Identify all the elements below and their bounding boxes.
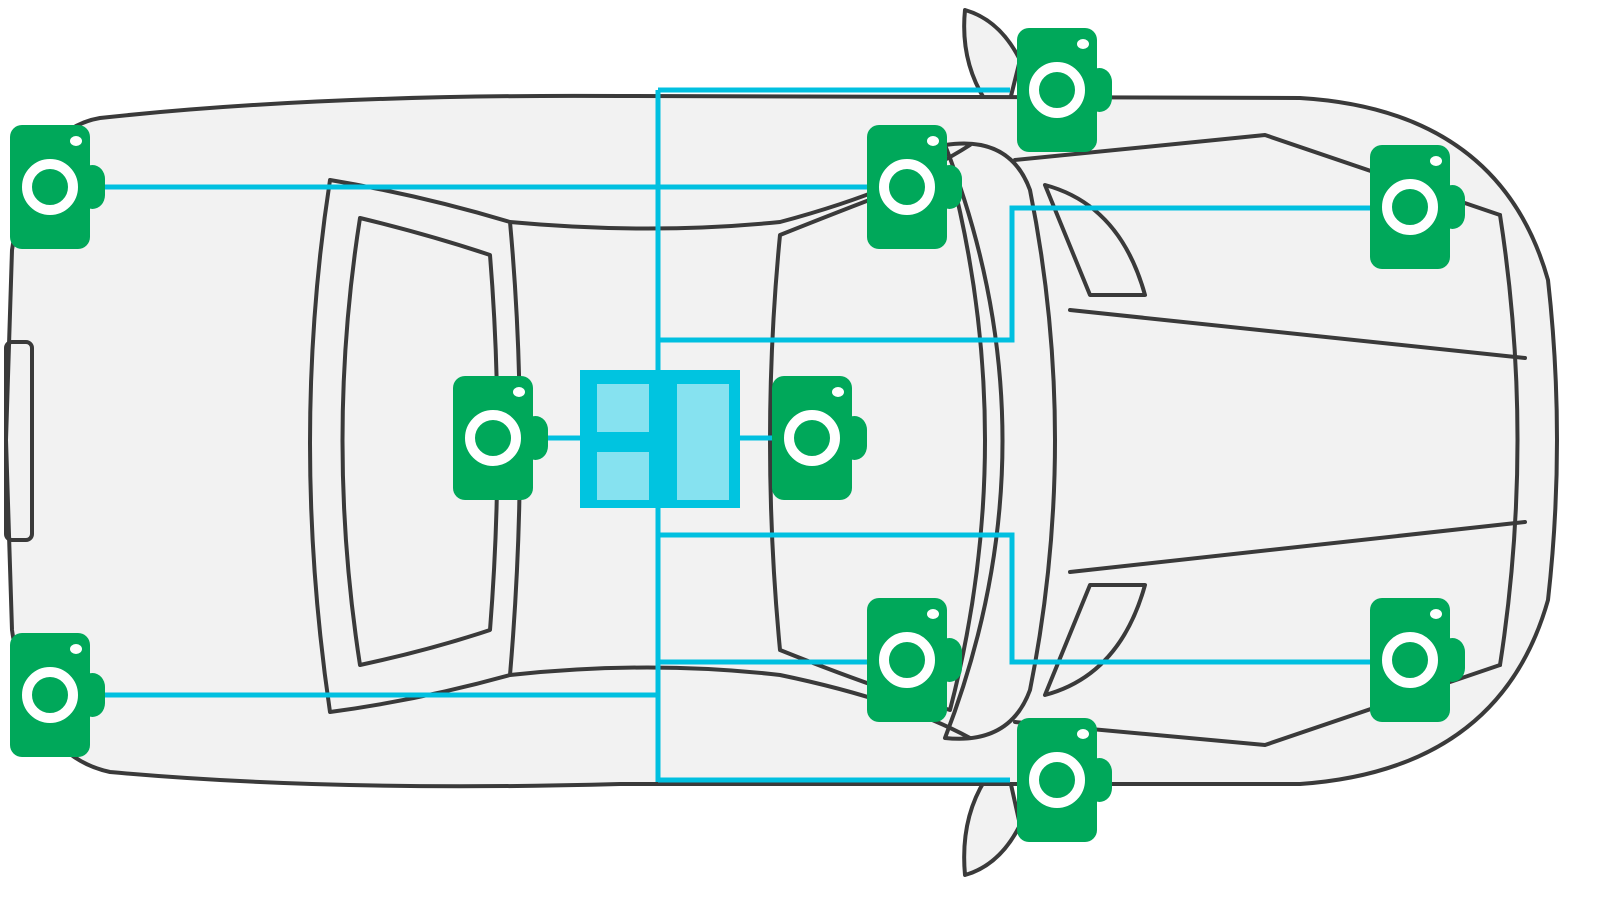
camera-icon xyxy=(1370,145,1450,269)
camera-icon xyxy=(1370,598,1450,722)
camera-lens-icon xyxy=(879,159,935,215)
camera-lens-icon xyxy=(879,632,935,688)
camera-flash-dot xyxy=(1430,156,1442,166)
camera-side-bump xyxy=(1440,185,1465,229)
camera-flash-dot xyxy=(832,387,844,397)
camera-lens-icon xyxy=(1029,62,1085,118)
vent-bottom xyxy=(1043,583,1147,697)
rear-bumper xyxy=(4,340,34,542)
camera-lens-icon xyxy=(784,410,840,466)
camera-side-bump xyxy=(842,416,867,460)
camera-side-bump xyxy=(80,165,105,209)
mirror-top xyxy=(962,8,1022,102)
vent-top xyxy=(1043,183,1147,297)
camera-icon xyxy=(453,376,533,500)
cameras xyxy=(10,28,1465,842)
hub-panel-right xyxy=(677,384,729,500)
camera-flash-dot xyxy=(1077,729,1089,739)
camera-icon xyxy=(867,125,947,249)
camera-mirror-left xyxy=(1017,28,1112,152)
front-edge xyxy=(1498,213,1520,667)
camera-side-bump xyxy=(1087,758,1112,802)
hood-crease-bottom xyxy=(1068,520,1527,574)
camera-flash-dot xyxy=(70,644,82,654)
central-control-unit xyxy=(580,370,740,508)
camera-flash-dot xyxy=(70,136,82,146)
camera-cabin-front xyxy=(772,376,867,500)
camera-flash-dot xyxy=(927,136,939,146)
camera-side-bump xyxy=(937,638,962,682)
camera-b-pillar-right xyxy=(867,598,962,722)
camera-flash-dot xyxy=(927,609,939,619)
hood-crease-top xyxy=(1068,308,1527,360)
camera-lens-icon xyxy=(1029,752,1085,808)
camera-rear-left xyxy=(10,125,105,249)
mirror-bottom xyxy=(962,778,1022,877)
camera-mirror-right xyxy=(1017,718,1112,842)
windshield-frame xyxy=(943,141,1057,741)
camera-flash-dot xyxy=(1430,609,1442,619)
camera-lens-icon xyxy=(22,159,78,215)
camera-lens-icon xyxy=(22,667,78,723)
rear-window xyxy=(340,216,500,667)
camera-b-pillar-left xyxy=(867,125,962,249)
camera-icon xyxy=(10,125,90,249)
wiring xyxy=(100,87,1370,783)
camera-side-bump xyxy=(523,416,548,460)
camera-rear-right xyxy=(10,633,105,757)
hub-panel-bottom-left xyxy=(597,452,649,500)
camera-cabin-rear xyxy=(453,376,548,500)
camera-lens-icon xyxy=(1382,179,1438,235)
camera-lens-icon xyxy=(465,410,521,466)
camera-side-bump xyxy=(1087,68,1112,112)
camera-side-bump xyxy=(937,165,962,209)
camera-front-right xyxy=(1370,598,1465,722)
camera-icon xyxy=(10,633,90,757)
camera-side-bump xyxy=(1440,638,1465,682)
camera-icon xyxy=(772,376,852,500)
camera-front-left xyxy=(1370,145,1465,269)
camera-lens-icon xyxy=(1382,632,1438,688)
wire-4 xyxy=(658,205,1370,343)
wire-5 xyxy=(658,532,1370,665)
camera-flash-dot xyxy=(513,387,525,397)
camera-flash-dot xyxy=(1077,39,1089,49)
camera-icon xyxy=(867,598,947,722)
camera-side-bump xyxy=(80,673,105,717)
hub-panel-top-left xyxy=(597,384,649,432)
camera-icon xyxy=(1017,718,1097,842)
camera-icon xyxy=(1017,28,1097,152)
